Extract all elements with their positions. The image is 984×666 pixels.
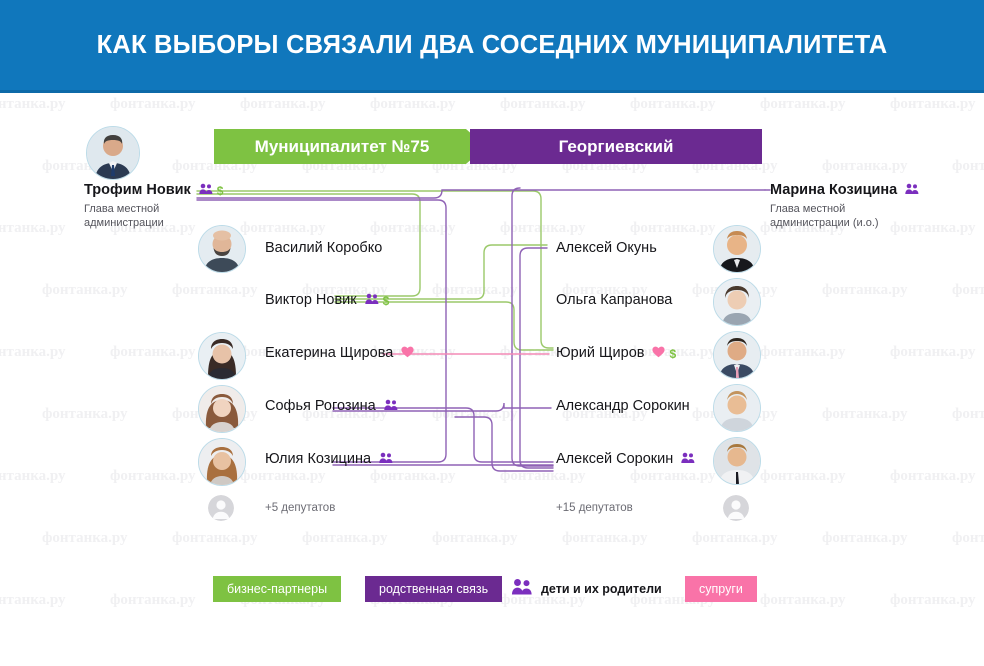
legend-chip-spouse[interactable]: супруги <box>685 576 757 602</box>
link-business-viktor-yuriy <box>334 301 554 351</box>
municipality-band-left: Муниципалитет №75 <box>214 129 486 164</box>
person-label: Екатерина Щирова <box>265 345 394 361</box>
badge-group <box>902 183 919 199</box>
person-role-trofim-novik: Глава местной администрации <box>84 203 164 229</box>
kids-icon <box>199 183 213 199</box>
header-banner: КАК ВЫБОРЫ СВЯЗАЛИ ДВА СОСЕДНИХ МУНИЦИПА… <box>0 0 984 93</box>
person-name-yuriy-schirov: Юрий Щиров $ <box>556 345 676 362</box>
person-name-trofim-novik: Трофим Новик $ <box>84 182 223 199</box>
avatar-vasiliy-korobko <box>198 225 246 273</box>
link-family-okun-sorokin <box>519 247 554 469</box>
kids-icon <box>379 452 393 468</box>
link-business-trofim-yuriy <box>196 190 554 349</box>
link-family-marina-cluster <box>511 187 771 467</box>
avatar-placeholder-right-deputies <box>723 495 749 521</box>
link-family-sorokin-branch <box>454 416 554 472</box>
avatar-yuliya-kozicina <box>198 438 246 486</box>
heart-icon <box>652 346 666 362</box>
legend-family-label: родственная связь <box>379 582 489 596</box>
person-name-sofya-rogozina: Софья Рогозина <box>265 398 398 415</box>
right-extra-deputies: +15 депутатов <box>556 502 633 514</box>
municipality-band-right: Георгиевский <box>470 129 762 164</box>
person-name-aleksey-sorokin: Алексей Сорокин <box>556 451 695 468</box>
person-name-vasiliy-korobko: Василий Коробко <box>265 240 383 256</box>
legend-kids-label: дети и их родители <box>541 582 662 596</box>
person-label: Софья Рогозина <box>265 398 376 414</box>
money-icon: $ <box>216 184 224 199</box>
kids-icon <box>384 399 398 415</box>
left-extra-deputies: +5 депутатов <box>265 502 336 514</box>
badge-group <box>381 399 398 415</box>
link-business-trofim-viktor <box>196 193 421 297</box>
avatar-aleksandr-sorokin <box>713 384 761 432</box>
badge-group <box>398 346 414 362</box>
link-family-trofim-yuliya <box>196 199 447 463</box>
person-label: Марина Козицина <box>770 182 898 198</box>
avatar-trofim-novik <box>86 126 140 180</box>
person-name-ekaterina-schirova: Екатерина Щирова <box>265 345 414 362</box>
link-business-viktor-aleksey-okun <box>334 244 548 300</box>
avatar-aleksey-sorokin <box>713 437 761 485</box>
money-icon: $ <box>669 347 677 362</box>
relationship-connectors <box>196 187 771 472</box>
person-label: Виктор Новик <box>265 292 357 308</box>
heart-icon <box>401 346 414 362</box>
avatar-placeholder-left-deputies <box>208 495 234 521</box>
link-family-sofya-aleksey-sorokin <box>332 407 554 463</box>
avatar-yuriy-schirov <box>713 331 761 379</box>
avatar-aleksey-okun <box>713 225 761 273</box>
kids-icon <box>511 578 533 601</box>
legend-spouse-label: супруги <box>699 582 743 596</box>
person-name-marina-kozicina: Марина Козицина <box>770 182 919 199</box>
legend-chip-family[interactable]: родственная связь <box>365 576 503 602</box>
badge-group <box>376 452 393 468</box>
kids-icon <box>681 452 695 468</box>
person-role-marina-kozicina: Глава местной администрации (и.о.) <box>770 203 879 229</box>
link-family-sofya-aleksandr-sorokin <box>332 402 552 412</box>
legend-business-label: бизнес-партнеры <box>227 582 328 596</box>
badge-group: $ <box>649 346 676 362</box>
person-label: Трофим Новик <box>84 182 191 198</box>
kids-icon <box>905 183 919 199</box>
kids-icon <box>364 293 379 309</box>
avatar-ekaterina-schirova <box>198 332 246 380</box>
person-label: Юлия Козицина <box>265 451 372 467</box>
municipality-right-label: Георгиевский <box>558 136 674 156</box>
person-label: Юрий Щиров <box>556 345 645 361</box>
person-name-olga-kapranova: Ольга Капранова <box>556 292 673 308</box>
person-name-aleksey-okun: Алексей Окунь <box>556 240 657 256</box>
link-family-trofim-marina <box>196 189 766 199</box>
person-name-aleksandr-sorokin: Александр Сорокин <box>556 398 690 414</box>
municipality-banner: Муниципалитет №75 Георгиевский <box>214 129 762 164</box>
person-name-yuliya-kozicina: Юлия Козицина <box>265 451 393 468</box>
avatar-sofya-rogozina <box>198 385 246 433</box>
badge-group <box>678 452 695 468</box>
legend-item-kids: дети и их родители <box>511 576 662 602</box>
badge-group: $ <box>196 183 224 199</box>
person-name-viktor-novik: Виктор Новик $ <box>265 292 389 309</box>
person-label: Алексей Сорокин <box>556 451 674 467</box>
avatar-olga-kapranova <box>713 278 761 326</box>
legend: бизнес-партнеры родственная связь дети и… <box>0 576 984 606</box>
badge-group: $ <box>362 293 390 309</box>
legend-chip-business[interactable]: бизнес-партнеры <box>213 576 342 602</box>
money-icon: $ <box>382 294 390 309</box>
page-title: КАК ВЫБОРЫ СВЯЗАЛИ ДВА СОСЕДНИХ МУНИЦИПА… <box>96 30 888 59</box>
municipality-left-label: Муниципалитет №75 <box>254 136 430 156</box>
